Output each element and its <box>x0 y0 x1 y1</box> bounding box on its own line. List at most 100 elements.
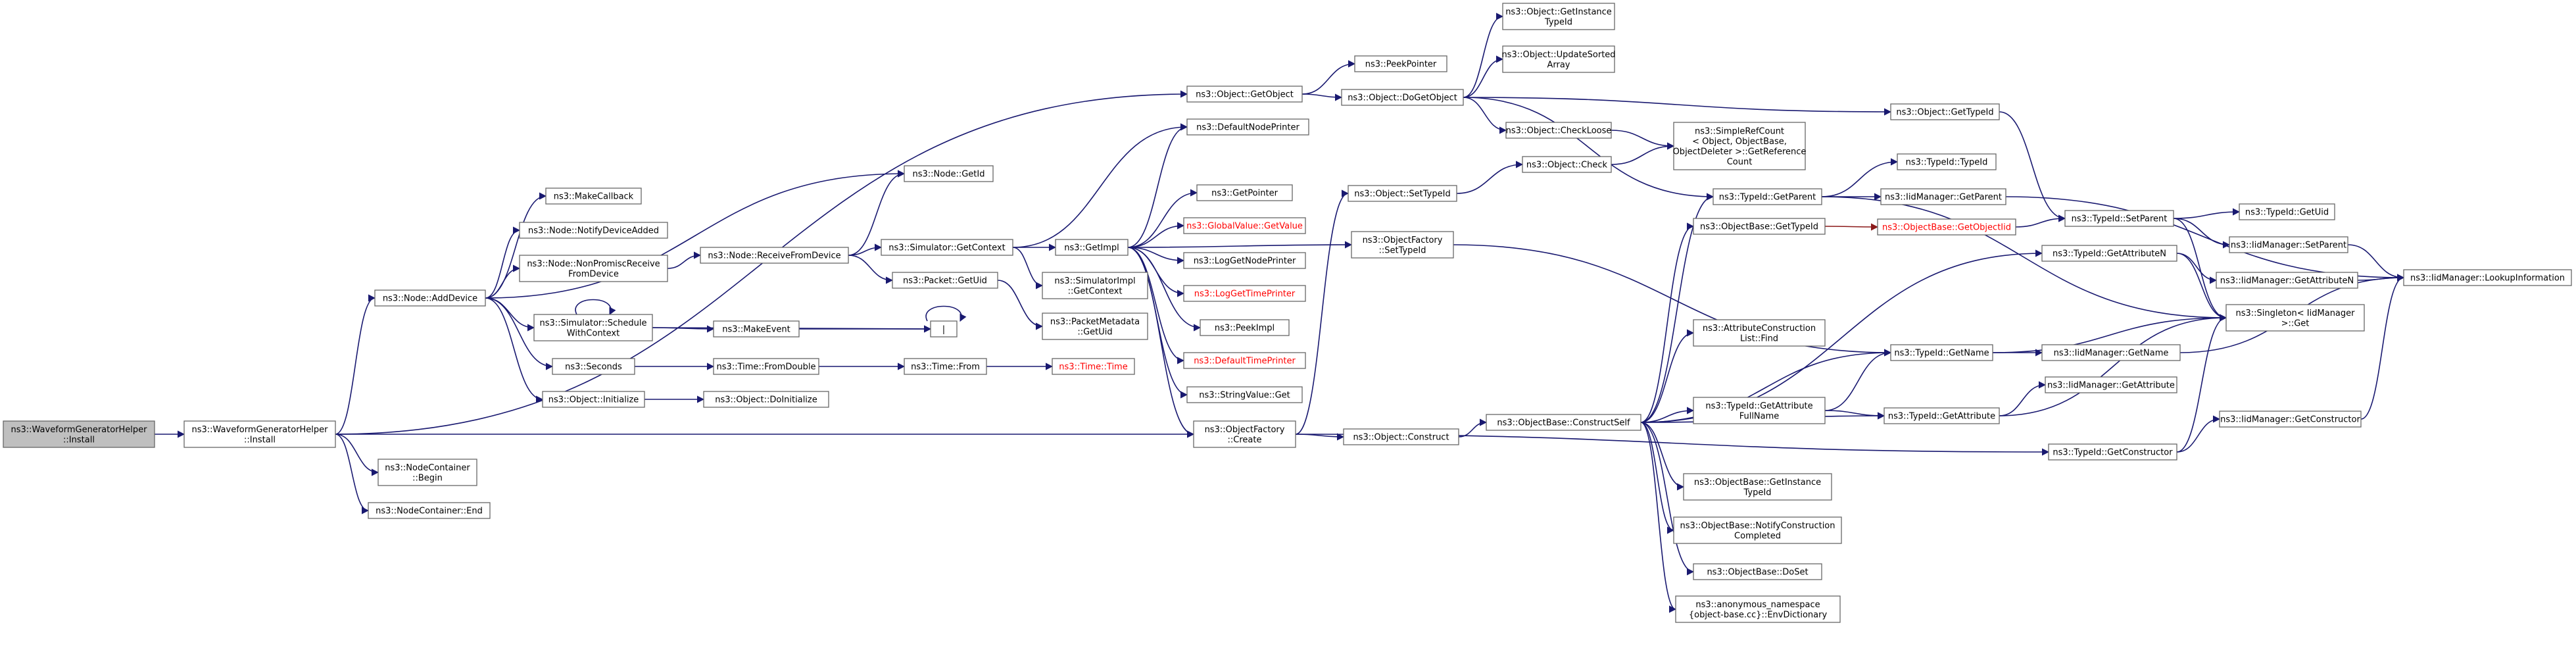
node-envdictionary[interactable]: ns3::anonymous_namespace{object-base.cc}… <box>1675 595 1841 623</box>
node-box <box>2064 210 2174 227</box>
node-box <box>3 420 155 448</box>
node-packetmetadata-getuid[interactable]: ns3::PacketMetadata::GetUid <box>1042 312 1148 340</box>
node-peekimpl[interactable]: ns3::PeekImpl <box>1200 319 1290 336</box>
node-pipe[interactable]: | <box>930 320 958 338</box>
node-typeid-getname[interactable]: ns3::TypeId::GetName <box>1890 344 1993 361</box>
edge-getimpl-to-defaulttimeprinter <box>1127 247 1185 364</box>
edge-helper-install-to-node-adddevice <box>335 294 376 435</box>
edge-objectbase-constructself-to-objectbase-doset <box>1640 422 1695 576</box>
node-iidmanager-getparent[interactable]: ns3::IidManager::GetParent <box>1880 188 2006 205</box>
node-nc-end[interactable]: ns3::NodeContainer::End <box>368 502 491 519</box>
node-box <box>519 222 668 239</box>
node-label-line: ns3::Time::FromDouble <box>717 362 816 372</box>
node-install-root[interactable]: ns3::WaveformGeneratorHelper::Install <box>3 420 155 448</box>
node-doinitialize[interactable]: ns3::Object::DoInitialize <box>703 391 829 408</box>
node-node-adddevice[interactable]: ns3::Node::AddDevice <box>374 289 486 307</box>
node-label-line: ns3::Node::GetId <box>913 170 985 180</box>
node-iidmanager-getname[interactable]: ns3::IidManager::GetName <box>2041 344 2181 361</box>
node-objectbase-doset[interactable]: ns3::ObjectBase::DoSet <box>1693 563 1822 580</box>
edge-node-adddevice-to-nonpromisc <box>485 264 521 299</box>
node-node-getid[interactable]: ns3::Node::GetId <box>904 165 994 182</box>
edge-helper-install-to-object-getobject <box>335 90 1188 435</box>
node-object-dogetobject[interactable]: ns3::Object::DoGetObject <box>1341 89 1464 106</box>
node-box <box>533 314 653 341</box>
node-getpointer[interactable]: ns3::GetPointer <box>1196 184 1293 201</box>
node-label-line: ns3::ObjectFactory <box>1205 425 1285 435</box>
node-typeid-getparent[interactable]: ns3::TypeId::GetParent <box>1713 188 1822 205</box>
node-seconds[interactable]: ns3::Seconds <box>552 358 635 375</box>
node-box <box>1683 473 1832 501</box>
node-stringvalue-get[interactable]: ns3::StringValue::Get <box>1186 386 1303 403</box>
node-object-getobject[interactable]: ns3::Object::GetObject <box>1186 86 1303 103</box>
node-objectbase-getobjectiid[interactable]: ns3::ObjectBase::GetObjectIid <box>1877 218 2016 236</box>
node-defaulttimeprinter[interactable]: ns3::DefaultTimePrinter <box>1183 352 1306 369</box>
node-box <box>1042 272 1148 299</box>
node-typeid-getconstructor[interactable]: ns3::TypeId::GetConstructor <box>2048 443 2177 461</box>
node-makecallback[interactable]: ns3::MakeCallback <box>545 188 642 205</box>
node-label-line: ns3::Object::GetInstance <box>1505 7 1612 17</box>
node-label-line: ns3::TypeId::GetAttribute <box>1705 401 1812 411</box>
node-object-check[interactable]: ns3::Object::Check <box>1522 156 1612 173</box>
call-edges <box>155 12 2405 613</box>
node-label-line: ns3::ObjectBase::GetObjectIid <box>1882 223 2011 233</box>
node-nc-begin[interactable]: ns3::NodeContainer::Begin <box>377 459 477 486</box>
node-logtimeprinter[interactable]: ns3::LogGetTimePrinter <box>1183 285 1306 302</box>
node-packet-getuid[interactable]: ns3::Packet::GetUid <box>892 272 998 289</box>
node-simplerefcount[interactable]: ns3::SimpleRefCount< Object, ObjectBase,… <box>1673 122 1807 170</box>
node-time-time[interactable]: ns3::Time::Time <box>1052 358 1135 375</box>
node-box <box>374 289 486 307</box>
node-object-initialize[interactable]: ns3::Object::Initialize <box>542 391 645 408</box>
node-singleton-get[interactable]: ns3::Singleton< IidManager>::Get <box>2225 304 2365 332</box>
node-peekpointer[interactable]: ns3::PeekPointer <box>1354 55 1447 72</box>
node-objectbase-gettypeid[interactable]: ns3::ObjectBase::GetTypeId <box>1693 218 1826 235</box>
edge-object-dogetobject-to-object-getinstancetypeid <box>1463 12 1504 98</box>
node-helper-install[interactable]: ns3::WaveformGeneratorHelper::Install <box>183 420 336 448</box>
node-objectbase-constructself[interactable]: ns3::ObjectBase::ConstructSelf <box>1486 414 1641 431</box>
node-label-line: Count <box>1727 157 1753 167</box>
node-getimpl[interactable]: ns3::GetImpl <box>1055 239 1129 256</box>
node-notifyconstructioncompleted[interactable]: ns3::ObjectBase::NotifyConstructionCompl… <box>1673 516 1842 544</box>
node-label-line: ns3::IidManager::LookupInformation <box>2410 274 2565 284</box>
node-typeid-getuid[interactable]: ns3::TypeId::GetUid <box>2239 203 2335 220</box>
node-globalvalue-getvalue[interactable]: ns3::GlobalValue::GetValue <box>1183 217 1306 234</box>
node-iidmanager-getconstructor[interactable]: ns3::IidManager::GetConstructor <box>2219 411 2362 428</box>
node-notifydeviceadded[interactable]: ns3::Node::NotifyDeviceAdded <box>519 222 668 239</box>
node-iidmanager-setparent[interactable]: ns3::IidManager::SetParent <box>2229 236 2348 253</box>
node-objectfactory-create[interactable]: ns3::ObjectFactory::Create <box>1193 420 1296 448</box>
node-typeid-getattribute[interactable]: ns3::TypeId::GetAttribute <box>1883 407 2000 424</box>
node-object-construct[interactable]: ns3::Object::Construct <box>1343 428 1459 445</box>
node-label-line: | <box>942 325 945 335</box>
node-time-fromdouble[interactable]: ns3::Time::FromDouble <box>713 358 819 375</box>
edge-typeid-setparent-to-singleton-get <box>2173 218 2227 322</box>
edge-objectbase-constructself-to-notifyconstructioncompleted <box>1640 422 1675 534</box>
node-typeid-typeid[interactable]: ns3::TypeId::TypeId <box>1897 153 1997 170</box>
node-defaultnodeprinter[interactable]: ns3::DefaultNodePrinter <box>1186 118 1309 136</box>
node-object-checkloose[interactable]: ns3::Object::CheckLoose <box>1505 122 1612 139</box>
node-typeid-getattributen[interactable]: ns3::TypeId::GetAttributeN <box>2041 245 2177 262</box>
node-iidmanager-getattribute[interactable]: ns3::IidManager::GetAttribute <box>2045 376 2177 393</box>
node-lognodeprinter[interactable]: ns3::LogGetNodePrinter <box>1183 252 1306 269</box>
node-object-settypeid[interactable]: ns3::Object::SetTypeId <box>1348 185 1457 202</box>
edge-object-dogetobject-to-typeid-getparent <box>1463 97 1714 201</box>
node-iidmanager-lookupinformation[interactable]: ns3::IidManager::LookupInformation <box>2403 269 2572 286</box>
edge-receivefromdevice-to-node-getid <box>848 170 906 256</box>
node-makeevent[interactable]: ns3::MakeEvent <box>713 320 800 338</box>
node-typeid-setparent[interactable]: ns3::TypeId::SetParent <box>2064 210 2174 227</box>
node-sim-getcontext[interactable]: ns3::Simulator::GetContext <box>881 239 1013 256</box>
node-time-from[interactable]: ns3::Time::From <box>904 358 987 375</box>
node-receivefromdevice[interactable]: ns3::Node::ReceiveFromDevice <box>700 247 849 264</box>
node-iidmanager-getattributen[interactable]: ns3::IidManager::GetAttributeN <box>2216 272 2358 289</box>
node-label-line: ns3::Object::UpdateSorted <box>1501 50 1615 60</box>
node-label-line: ns3::Object::DoGetObject <box>1348 93 1457 103</box>
node-simimpl-getcontext[interactable]: ns3::SimulatorImpl::GetContext <box>1042 272 1148 299</box>
node-object-gettypeid[interactable]: ns3::Object::GetTypeId <box>1890 103 2000 120</box>
edge-node-adddevice-to-seconds <box>485 297 554 370</box>
node-objectfactory-settypeid[interactable]: ns3::ObjectFactory::SetTypeId <box>1351 231 1454 259</box>
